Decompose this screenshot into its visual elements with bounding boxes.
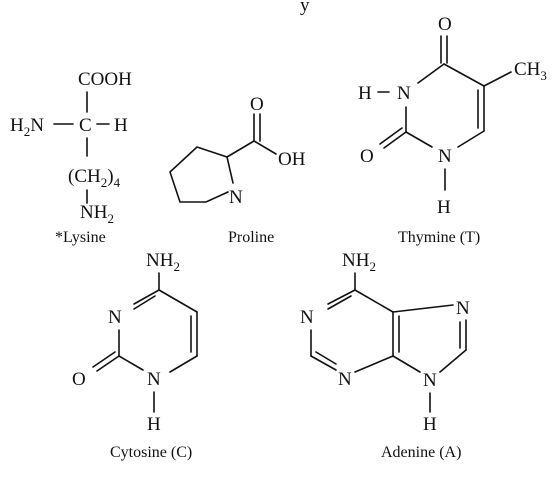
thymine-n1: N	[438, 146, 452, 167]
header-fragment: y	[300, 0, 310, 16]
thymine-h-n: H	[358, 83, 372, 104]
thymine-bond-c2-n1	[405, 131, 433, 148]
thymine-carbonyl-left-2	[379, 127, 403, 145]
proline-oh: OH	[278, 149, 306, 170]
cytosine-h: H	[147, 414, 161, 435]
adenine-h: H	[423, 414, 437, 435]
proline-bond-c-oh	[253, 140, 277, 155]
thymine-caption: Thymine (T)	[398, 229, 480, 246]
thymine-bond-c5-ch3	[483, 71, 512, 87]
adenine-n-bottom: N	[338, 369, 352, 390]
adenine-bond-c6-c5	[354, 289, 394, 313]
thymine-structure: O CH3 H N O N H Thymine (T)	[358, 14, 547, 246]
cytosine-o: O	[72, 369, 86, 390]
adenine-nh2: NH2	[342, 250, 376, 274]
thymine-o-top: O	[438, 14, 452, 35]
cytosine-bond-c4-n3-double	[133, 295, 156, 310]
proline-o: O	[250, 94, 264, 115]
thymine-h-bottom: H	[437, 197, 451, 218]
cytosine-bond-c2-n1	[118, 355, 144, 371]
adenine-bond-c8-n9	[439, 349, 467, 373]
cytosine-structure: NH2 N O N H Cytosine (C)	[72, 250, 198, 461]
lysine-structure: COOH H2N C H (CH2)4 NH2 *Lysine	[10, 69, 132, 246]
lysine-alpha-carbon: C	[79, 115, 92, 136]
adenine-structure: NH2 N N N N H Adenine (A)	[300, 250, 470, 461]
cytosine-caption: Cytosine (C)	[110, 444, 192, 461]
proline-ring	[169, 146, 234, 203]
adenine-bond-c4-n9	[392, 355, 421, 373]
proline-n: N	[229, 187, 243, 208]
cytosine-nh2: NH2	[146, 250, 180, 274]
cytosine-carbonyl-2	[92, 351, 116, 368]
cytosine-bond-c4-c5	[158, 289, 198, 313]
lysine-ch2-chain: (CH2)4	[68, 166, 121, 190]
proline-bond-ring-cooh	[226, 140, 255, 158]
thymine-ch3: CH3	[514, 59, 547, 83]
thymine-bond-c4-n3	[417, 63, 445, 84]
adenine-bond-n3-c4	[354, 355, 394, 373]
thymine-n3: N	[397, 83, 411, 104]
thymine-o-left: O	[360, 146, 374, 167]
adenine-bond-c2-n3-double	[315, 351, 337, 365]
cytosine-carbonyl-1	[96, 355, 120, 372]
lysine-nh2: NH2	[80, 202, 114, 226]
thymine-bond-c6-n1	[457, 130, 485, 148]
cytosine-n-ring: N	[108, 307, 122, 328]
adenine-bond-c6-n1	[327, 289, 356, 305]
thymine-carbonyl-left-1	[383, 131, 407, 149]
adenine-n-h: N	[423, 370, 437, 391]
adenine-n-right: N	[456, 298, 470, 319]
adenine-caption: Adenine (A)	[381, 444, 461, 461]
lysine-cooh: COOH	[78, 69, 132, 90]
cytosine-n-h: N	[147, 369, 161, 390]
proline-structure: O OH N Proline	[169, 94, 306, 246]
lysine-caption: *Lysine	[55, 229, 106, 246]
lysine-h: H	[114, 115, 128, 136]
adenine-bond-c2-n3	[310, 355, 337, 371]
lysine-h2n: H2N	[10, 115, 44, 139]
adenine-bond-c5-n7	[392, 304, 454, 313]
cytosine-bond-c4-n3	[133, 289, 160, 305]
cytosine-bond-c6-n1	[169, 355, 198, 373]
adenine-n-left: N	[300, 307, 314, 328]
adenine-bond-c6-n1-double	[327, 295, 352, 310]
thymine-bond-c4-c5	[443, 63, 485, 87]
proline-caption: Proline	[228, 229, 274, 246]
